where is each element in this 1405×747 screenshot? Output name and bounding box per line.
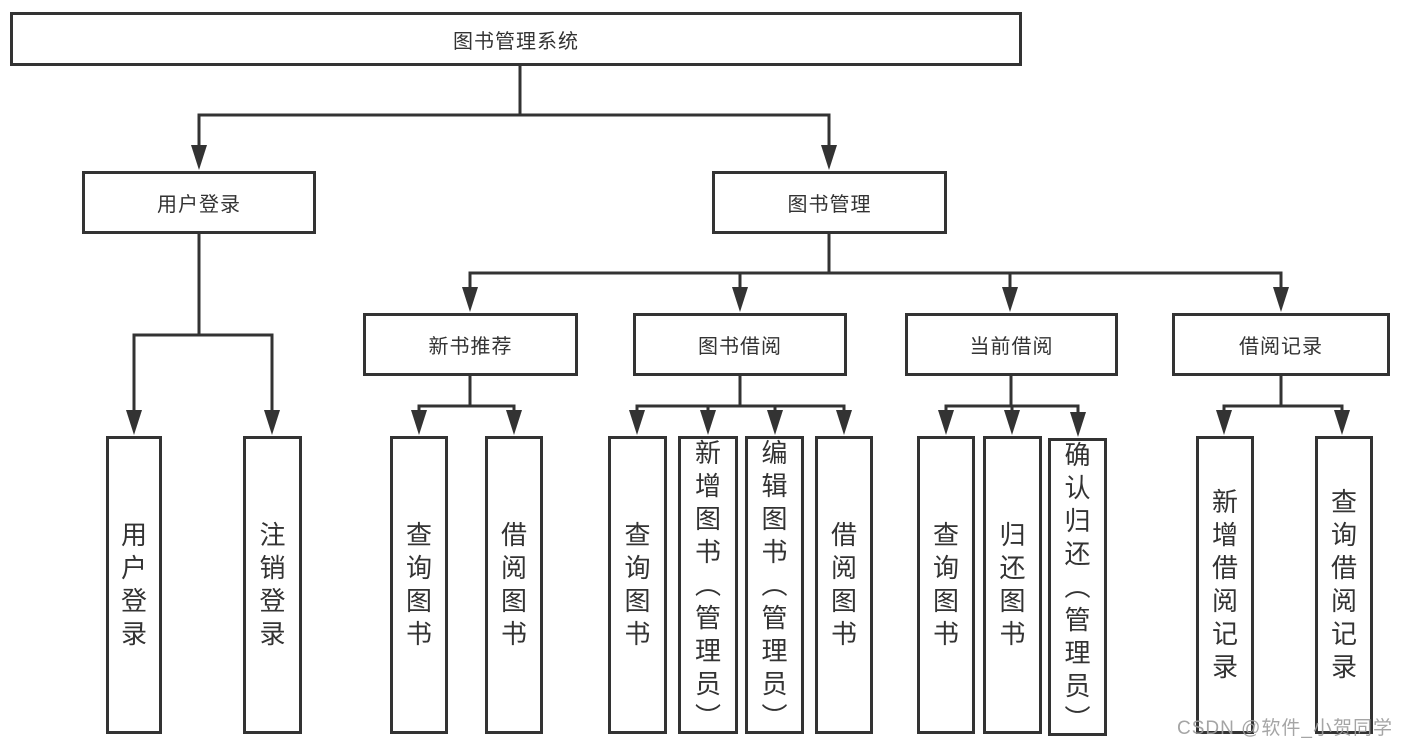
- leaf-node-add-books-admin: 新增图书︵管理员︶: [678, 436, 738, 734]
- arrowhead-down-icon: [732, 287, 748, 312]
- node-label: 图书借阅: [698, 336, 782, 358]
- leaf-label: 查询图书: [405, 520, 432, 649]
- arrowhead-down-icon: [1334, 410, 1350, 435]
- node-borrow-records: 借阅记录: [1172, 313, 1390, 376]
- arrowhead-down-icon: [191, 145, 207, 170]
- leaf-node-confirm-return-admin: 确认归还︵管理员︶: [1048, 438, 1107, 736]
- node-current-borrow: 当前借阅: [905, 313, 1118, 376]
- node-label: 新书推荐: [428, 336, 513, 358]
- connector-root-to-level2: [191, 64, 837, 170]
- arrowhead-down-icon: [629, 410, 645, 435]
- leaf-node-query-books-current: 查询图书: [917, 436, 975, 734]
- arrowhead-down-icon: [506, 410, 522, 435]
- leaf-node-query-borrow-record: 查询借阅记录: [1315, 436, 1373, 734]
- leaf-label: 注销登录: [259, 520, 286, 649]
- connector-book-borrow-to-leaves: [629, 374, 852, 435]
- leaf-label: 借阅图书: [830, 520, 857, 649]
- leaf-label: 新增图书︵管理员︶: [694, 437, 721, 732]
- leaf-node-return-books: 归还图书: [983, 436, 1042, 734]
- leaf-label: 借阅图书: [500, 520, 527, 649]
- arrowhead-down-icon: [264, 410, 280, 435]
- node-book-borrow: 图书借阅: [633, 313, 847, 376]
- leaf-node-logout: 注销登录: [243, 436, 302, 734]
- leaf-label: 新增借阅记录: [1211, 487, 1238, 682]
- node-root-system: 图书管理系统: [10, 12, 1022, 66]
- connector-current-borrow-to-leaves: [938, 374, 1086, 437]
- arrowhead-down-icon: [821, 145, 837, 170]
- leaf-label: 确认归还︵管理员︶: [1064, 439, 1091, 734]
- node-label: 图书管理: [787, 194, 872, 216]
- arrowhead-down-icon: [700, 410, 716, 435]
- arrowhead-down-icon: [1216, 410, 1232, 435]
- leaf-node-add-borrow-record: 新增借阅记录: [1196, 436, 1254, 734]
- arrowhead-down-icon: [836, 410, 852, 435]
- connector-borrow-records-to-leaves: [1216, 374, 1350, 435]
- arrowhead-down-icon: [1004, 410, 1020, 435]
- node-root-label: 图书管理系统: [453, 30, 579, 53]
- arrowhead-down-icon: [1002, 287, 1018, 312]
- leaf-node-borrow-books: 借阅图书: [815, 436, 873, 734]
- node-book-management: 图书管理: [712, 171, 947, 234]
- arrowhead-down-icon: [938, 410, 954, 435]
- leaf-node-query-books-recommend: 查询图书: [390, 436, 448, 734]
- arrowhead-down-icon: [411, 410, 427, 435]
- leaf-label: 编辑图书︵管理员︶: [761, 437, 788, 732]
- node-label: 当前借阅: [969, 336, 1054, 358]
- leaf-label: 归还图书: [999, 520, 1026, 649]
- arrowhead-down-icon: [767, 410, 783, 435]
- connector-user-login-to-leaves: [126, 232, 280, 435]
- leaf-node-user-login: 用户登录: [106, 436, 162, 734]
- leaf-label: 查询图书: [932, 520, 959, 649]
- leaf-label: 查询借阅记录: [1330, 487, 1357, 682]
- arrowhead-down-icon: [126, 410, 142, 435]
- node-label: 用户登录: [157, 194, 241, 216]
- leaf-node-query-books-borrow: 查询图书: [608, 436, 667, 734]
- watermark: CSDN @软件_小贺同学: [1177, 718, 1393, 739]
- connector-book-management-to-level3: [462, 232, 1289, 312]
- leaf-label: 用户登录: [120, 520, 147, 649]
- arrowhead-down-icon: [1070, 412, 1086, 437]
- node-label: 借阅记录: [1239, 336, 1323, 358]
- node-user-login: 用户登录: [82, 171, 316, 234]
- connector-new-book-recommend-to-leaves: [411, 374, 522, 435]
- node-new-book-recommend: 新书推荐: [363, 313, 578, 376]
- leaf-node-edit-books-admin: 编辑图书︵管理员︶: [745, 436, 804, 734]
- leaf-label: 查询图书: [624, 520, 651, 649]
- arrowhead-down-icon: [1273, 287, 1289, 312]
- arrowhead-down-icon: [462, 287, 478, 312]
- leaf-node-borrow-books-recommend: 借阅图书: [485, 436, 543, 734]
